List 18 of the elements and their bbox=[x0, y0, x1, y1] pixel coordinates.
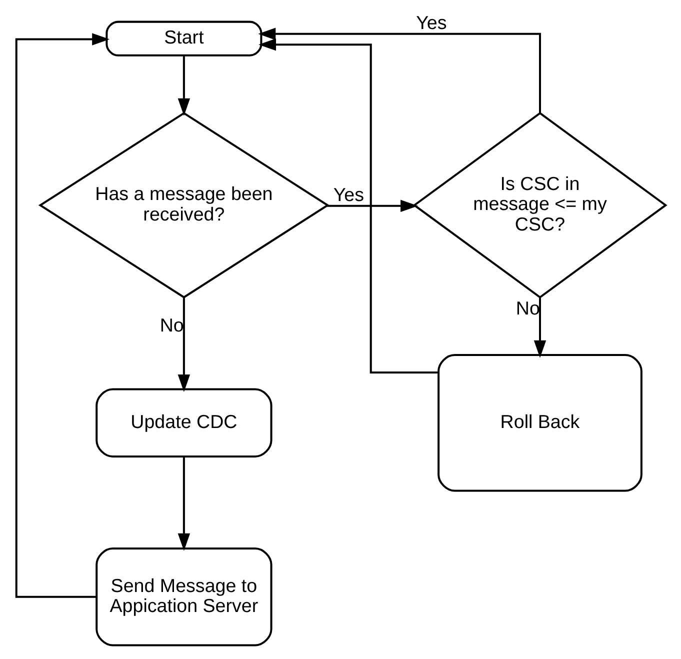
arrow bbox=[258, 28, 540, 114]
arrow bbox=[14, 33, 110, 598]
node-box: Start bbox=[105, 20, 262, 56]
arrow bbox=[326, 200, 418, 212]
node-box: Send Message to Appication Server bbox=[95, 548, 272, 646]
edge-label: Yes bbox=[416, 12, 446, 33]
edge-label: Yes bbox=[332, 184, 364, 205]
arrow bbox=[177, 298, 190, 392]
node-box: Update CDC bbox=[95, 388, 272, 458]
arrow bbox=[258, 38, 438, 374]
edge-label: No bbox=[515, 297, 540, 318]
arrow bbox=[177, 456, 190, 551]
arrow bbox=[177, 56, 190, 116]
arrow bbox=[533, 298, 546, 358]
node-diamond: Has a message been received? bbox=[38, 112, 329, 298]
node-diamond: Is CSC in message <= my CSC? bbox=[412, 112, 667, 298]
node-box: Roll Back bbox=[437, 354, 642, 492]
edge-label: No bbox=[159, 314, 184, 336]
